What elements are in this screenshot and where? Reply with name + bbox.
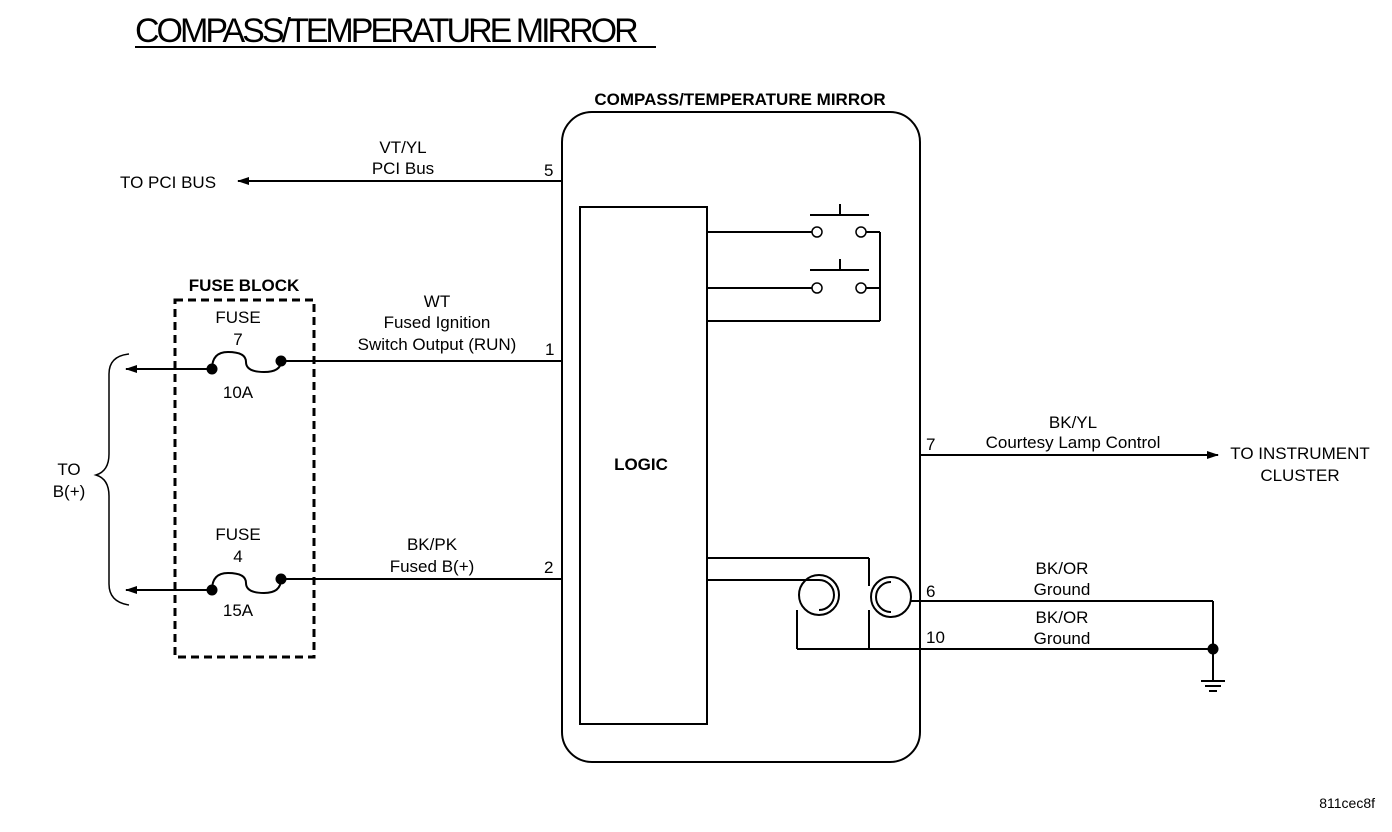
pin-2: 2 [544, 558, 553, 577]
wire-desc-pci-bus: PCI Bus [372, 159, 434, 178]
wire-desc-fused-ignition: Fused Ignition [384, 313, 491, 332]
destination-instrument: TO INSTRUMENT [1230, 444, 1369, 463]
fuse-block-label: FUSE BLOCK [189, 276, 300, 295]
wire-color-bk-pk: BK/PK [407, 535, 458, 554]
fuse-4-icon [211, 571, 282, 595]
wire-color-bk-yl: BK/YL [1049, 413, 1097, 432]
splice-icon [1207, 643, 1219, 655]
switch-contact-icon [855, 282, 867, 294]
lamp-icon [798, 574, 840, 616]
pin-6: 6 [926, 582, 935, 601]
wire-color-bk-or-6: BK/OR [1036, 559, 1089, 578]
wire-desc-fused-b: Fused B(+) [390, 557, 475, 576]
pin-7: 7 [926, 435, 935, 454]
switch-contact-icon [811, 282, 823, 294]
destination-cluster: CLUSTER [1260, 466, 1339, 485]
logic-label: LOGIC [614, 455, 668, 474]
wire-desc-ground-6: Ground [1034, 580, 1091, 599]
module-label: COMPASS/TEMPERATURE MIRROR [594, 90, 885, 109]
fuse-block-outline [173, 298, 316, 659]
switch-contact-icon [811, 226, 823, 238]
ground-icon [1201, 680, 1225, 692]
logic-block [579, 206, 708, 725]
fuse-4-number: 4 [233, 547, 242, 566]
module-outline [561, 111, 921, 763]
page-title: COMPASS/TEMPERATURE MIRROR [135, 12, 637, 50]
fuse-4-rating: 15A [223, 601, 254, 620]
fuse-7-rating: 10A [223, 383, 254, 402]
wire-color-bk-or-10: BK/OR [1036, 608, 1089, 627]
fuse-4-label: FUSE [215, 525, 260, 544]
fuse-7-label: FUSE [215, 308, 260, 327]
wire-desc-courtesy-lamp: Courtesy Lamp Control [986, 433, 1161, 452]
figure-id: 811cec8f [1319, 795, 1375, 811]
fuse-7-number: 7 [233, 330, 242, 349]
fuse-7-icon [211, 350, 282, 374]
wire-color-vt-yl: VT/YL [379, 138, 426, 157]
wire-desc-ground-10: Ground [1034, 629, 1091, 648]
internal-switches [707, 204, 881, 322]
internal-lamps [707, 557, 912, 649]
destination-pci-bus: TO PCI BUS [120, 173, 216, 192]
wire-color-wt: WT [424, 292, 450, 311]
source-label-to: TO [57, 460, 80, 479]
lamp-icon [870, 576, 912, 618]
pin-1: 1 [545, 340, 554, 359]
wire-desc-switch-output: Switch Output (RUN) [358, 335, 517, 354]
switch-contact-icon [855, 226, 867, 238]
source-label-bplus: B(+) [53, 482, 86, 501]
source-brace-icon [93, 353, 130, 606]
pin-5: 5 [544, 161, 553, 180]
pin-10: 10 [926, 628, 945, 647]
